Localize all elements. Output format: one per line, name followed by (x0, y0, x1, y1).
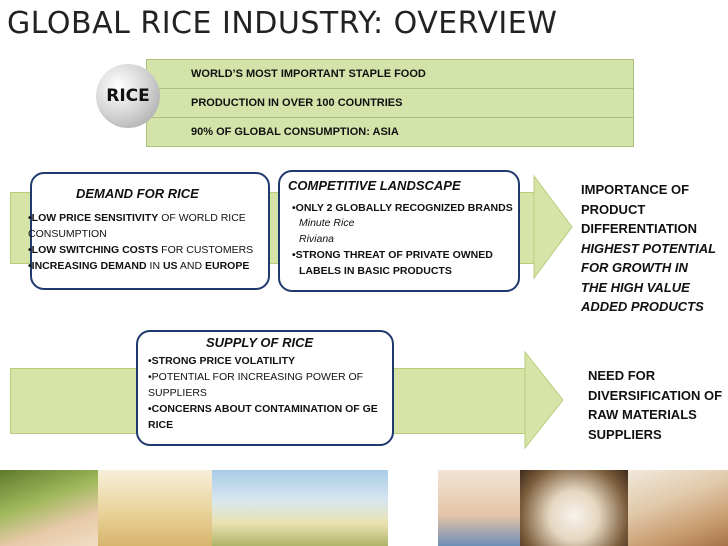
rice-fact-row: PRODUCTION IN OVER 100 COUNTRIES (146, 88, 634, 118)
rice-fact-row: WORLD’S MOST IMPORTANT STAPLE FOOD (146, 59, 634, 89)
diversification-line: DIVERSIFICATION OF (588, 386, 722, 406)
importance-text: IMPORTANCE OF PRODUCT DIFFERENTIATION HI… (581, 180, 716, 317)
competitive-line: LABELS IN BASIC PRODUCTS (299, 265, 452, 278)
supply-line: •POTENTIAL FOR INCREASING POWER OF (148, 371, 363, 384)
supply-heading: SUPPLY OF RICE (206, 335, 313, 350)
supply-line: •STRONG PRICE VOLATILITY (148, 355, 295, 368)
rice-grain-image: RICE (96, 64, 160, 128)
supply-line: SUPPLIERS (148, 387, 207, 400)
flour-photo (628, 470, 728, 546)
pasta-photo (520, 470, 628, 546)
supply-line: •CONCERNS ABOUT CONTAMINATION OF GE (148, 403, 378, 416)
importance-line: ADDED PRODUCTS (581, 297, 716, 317)
child-photo (0, 470, 98, 546)
rice-fact-row: 90% OF GLOBAL CONSUMPTION: ASIA (146, 117, 634, 147)
lower-arrow-head (525, 352, 565, 448)
dumplings-photo (98, 470, 212, 546)
rice-fact-text: 90% OF GLOBAL CONSUMPTION: ASIA (191, 126, 399, 138)
supply-line: RICE (148, 419, 173, 432)
white-gap (388, 470, 438, 546)
demand-heading: DEMAND FOR RICE (76, 186, 199, 201)
competitive-heading: COMPETITIVE LANDSCAPE (288, 178, 461, 193)
importance-line: PRODUCT (581, 200, 716, 220)
importance-line: FOR GROWTH IN (581, 258, 716, 278)
rice-fact-text: WORLD’S MOST IMPORTANT STAPLE FOOD (191, 68, 426, 80)
demand-line: •LOW SWITCHING COSTS FOR CUSTOMERS (28, 244, 253, 257)
upper-arrow-head (534, 176, 574, 278)
demand-line: CONSUMPTION (28, 228, 107, 241)
brand-name: Riviana (299, 233, 334, 246)
competitive-line: •STRONG THREAT OF PRIVATE OWNED (292, 249, 493, 262)
demand-line: •INCREASING DEMAND IN US AND EUROPE (28, 260, 249, 273)
rice-fact-text: PRODUCTION IN OVER 100 COUNTRIES (191, 97, 402, 109)
diversification-line: SUPPLIERS (588, 425, 722, 445)
importance-line: HIGHEST POTENTIAL (581, 239, 716, 259)
importance-line: IMPORTANCE OF (581, 180, 716, 200)
diversification-text: NEED FOR DIVERSIFICATION OF RAW MATERIAL… (588, 366, 722, 444)
group-photo (212, 470, 388, 546)
baby-photo (438, 470, 520, 546)
importance-line: DIFFERENTIATION (581, 219, 716, 239)
importance-line: THE HIGH VALUE (581, 278, 716, 298)
page-title: GLOBAL RICE INDUSTRY: OVERVIEW (7, 6, 557, 41)
demand-line: •LOW PRICE SENSITIVITY OF WORLD RICE (28, 212, 246, 225)
diversification-line: NEED FOR (588, 366, 722, 386)
diversification-line: RAW MATERIALS (588, 405, 722, 425)
brand-name: Minute Rice (299, 217, 354, 230)
competitive-line: •ONLY 2 GLOBALLY RECOGNIZED BRANDS (292, 202, 513, 215)
